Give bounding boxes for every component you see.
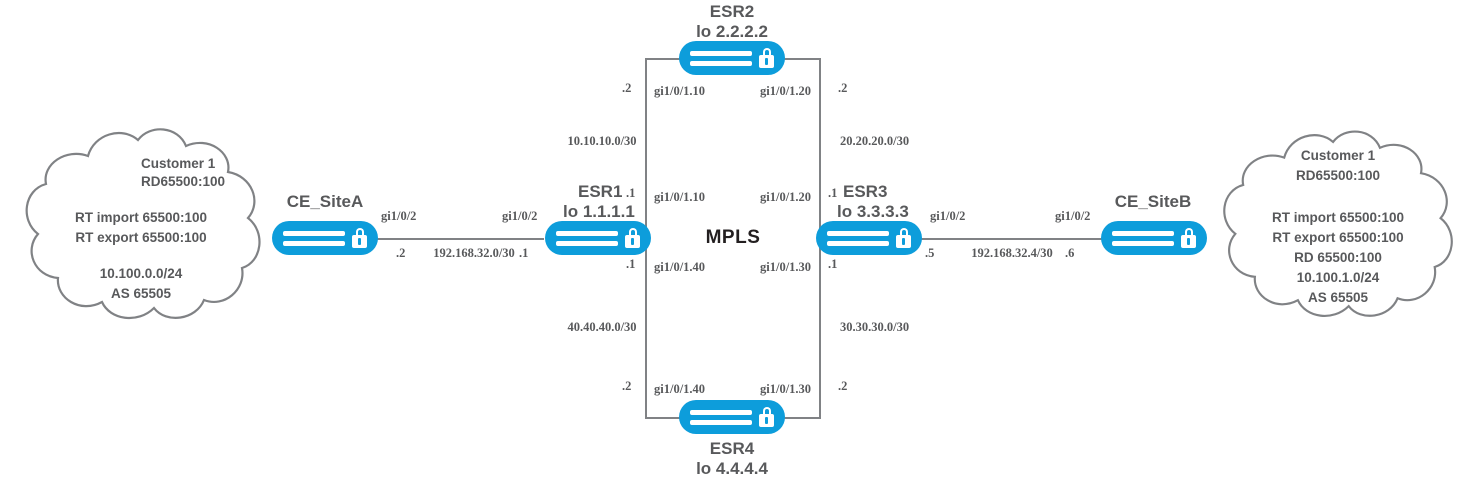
cloud-b-rt-export: RT export 65500:100 (1272, 230, 1404, 245)
iface-esr1-to-esr4: gi1/0/1.40 (654, 260, 706, 274)
iface-esr4-to-esr1: gi1/0/1.40 (654, 382, 706, 396)
cloud-a-line-1: Customer 1 (141, 156, 216, 171)
lock-icon-shackle (762, 48, 771, 57)
device-esr1[interactable] (545, 221, 651, 255)
device-bar-bottom (827, 241, 889, 246)
device-ce-siteb-label: CE_SiteB (1114, 192, 1192, 211)
device-esr1-label: ESR1 (578, 182, 623, 201)
device-ce-siteb[interactable] (1101, 221, 1207, 255)
cloud-b-as: AS 65505 (1307, 290, 1369, 305)
iface-ce-a-to-esr1: gi1/0/2 (381, 209, 417, 223)
octet-esr2-to-esr1: .2 (622, 81, 632, 95)
device-esr2-label: ESR2 (709, 2, 755, 21)
device-bar-top (690, 410, 752, 415)
octet-esr2-to-esr3: .2 (838, 81, 848, 95)
lock-icon-keyhole (1187, 238, 1190, 245)
customer-site-a-cloud-shape (25, 128, 261, 320)
cloud-b-line-2: RD65500:100 (1295, 168, 1381, 183)
lock-icon-keyhole (765, 58, 768, 65)
lock-icon-keyhole (358, 238, 361, 245)
lock-icon-shackle (1184, 228, 1193, 237)
device-esr3-loopback: lo 3.3.3.3 (837, 202, 909, 221)
lock-icon-shackle (355, 228, 364, 237)
iface-esr4-to-esr3: gi1/0/1.30 (760, 382, 812, 396)
device-esr2[interactable] (679, 41, 785, 75)
device-esr1-loopback: lo 1.1.1.1 (563, 202, 635, 221)
octet-esr4-to-esr1: .2 (622, 379, 632, 393)
octet-esr3-to-esr2: .1 (828, 186, 838, 200)
lock-icon-keyhole (631, 238, 634, 245)
device-bar-top (690, 51, 752, 56)
octet-ce-a-to-esr1: .2 (396, 246, 406, 260)
lock-icon-shackle (899, 228, 908, 237)
device-esr3-label: ESR3 (843, 182, 888, 201)
link-esr3-to-ce-b (920, 238, 1102, 240)
iface-esr1-to-ce-a: gi1/0/2 (502, 209, 538, 223)
subnet-esr3-ce-b: 192.168.32.4/30 (971, 246, 1053, 260)
device-bar-top (283, 231, 345, 236)
device-bar-top (556, 231, 618, 236)
device-esr4-label: ESR4 (709, 439, 755, 458)
subnet-esr1-esr2: 10.10.10.0/30 (567, 134, 637, 148)
cloud-b-rt-import: RT import 65500:100 (1271, 210, 1405, 225)
cloud-b-rd: RD 65500:100 (1294, 250, 1382, 265)
device-ce-sitea[interactable] (272, 221, 378, 255)
lock-icon-keyhole (902, 238, 905, 245)
device-bar-bottom (283, 241, 345, 246)
cloud-a-prefix: 10.100.0.0/24 (99, 266, 183, 281)
iface-ce-b-to-esr3: gi1/0/2 (1055, 209, 1091, 223)
cloud-b-prefix: 10.100.1.0/24 (1296, 270, 1380, 285)
device-ce-sitea-label: CE_SiteA (286, 192, 364, 211)
octet-esr4-to-esr3: .2 (838, 379, 848, 393)
lock-icon-shackle (628, 228, 637, 237)
device-esr3[interactable] (816, 221, 922, 255)
device-bar-top (1112, 231, 1174, 236)
lock-icon-keyhole (765, 417, 768, 424)
iface-esr3-to-esr4: gi1/0/1.30 (760, 260, 812, 274)
device-bar-top (827, 231, 889, 236)
iface-esr2-to-esr3: gi1/0/1.20 (760, 84, 812, 98)
customer-site-b-cloud-shape (1223, 130, 1453, 317)
cloud-a-rt-export: RT export 65500:100 (75, 230, 207, 245)
octet-esr1-to-esr2: .1 (626, 186, 636, 200)
octet-esr1-to-ce-a: .1 (519, 246, 529, 260)
lock-icon-shackle (762, 407, 771, 416)
subnet-ce-a-esr1: 192.168.32.0/30 (433, 246, 515, 260)
iface-esr3-to-ce-b: gi1/0/2 (930, 209, 966, 223)
device-esr4-loopback: lo 4.4.4.4 (696, 459, 768, 478)
octet-esr3-to-ce-b: .5 (925, 246, 935, 260)
device-bar-bottom (690, 61, 752, 66)
link-ce-a-to-esr1 (377, 238, 544, 240)
cloud-b-line-1: Customer 1 (1300, 148, 1376, 163)
iface-esr1-to-esr2: gi1/0/1.10 (654, 190, 706, 204)
iface-esr3-to-esr2: gi1/0/1.20 (760, 190, 812, 204)
device-esr2-loopback: lo 2.2.2.2 (696, 22, 768, 41)
subnet-esr4-esr3: 30.30.30.0/30 (840, 320, 910, 334)
cloud-a-line-2: RD65500:100 (141, 174, 226, 189)
octet-ce-b-to-esr3: .6 (1065, 246, 1075, 260)
device-bar-bottom (1112, 241, 1174, 246)
iface-esr2-to-esr1: gi1/0/1.10 (654, 84, 706, 98)
octet-esr1-to-esr4: .1 (626, 257, 636, 271)
subnet-esr1-esr4: 40.40.40.0/30 (567, 320, 637, 334)
cloud-a-as: AS 65505 (110, 286, 172, 301)
subnet-esr2-esr3: 20.20.20.0/30 (840, 134, 910, 148)
device-esr4[interactable] (679, 400, 785, 434)
mpls-core-label: MPLS (705, 227, 761, 248)
cloud-a-rt-import: RT import 65500:100 (74, 210, 208, 225)
octet-esr3-to-esr4: .1 (828, 257, 838, 271)
device-bar-bottom (556, 241, 618, 246)
device-bar-bottom (690, 420, 752, 425)
